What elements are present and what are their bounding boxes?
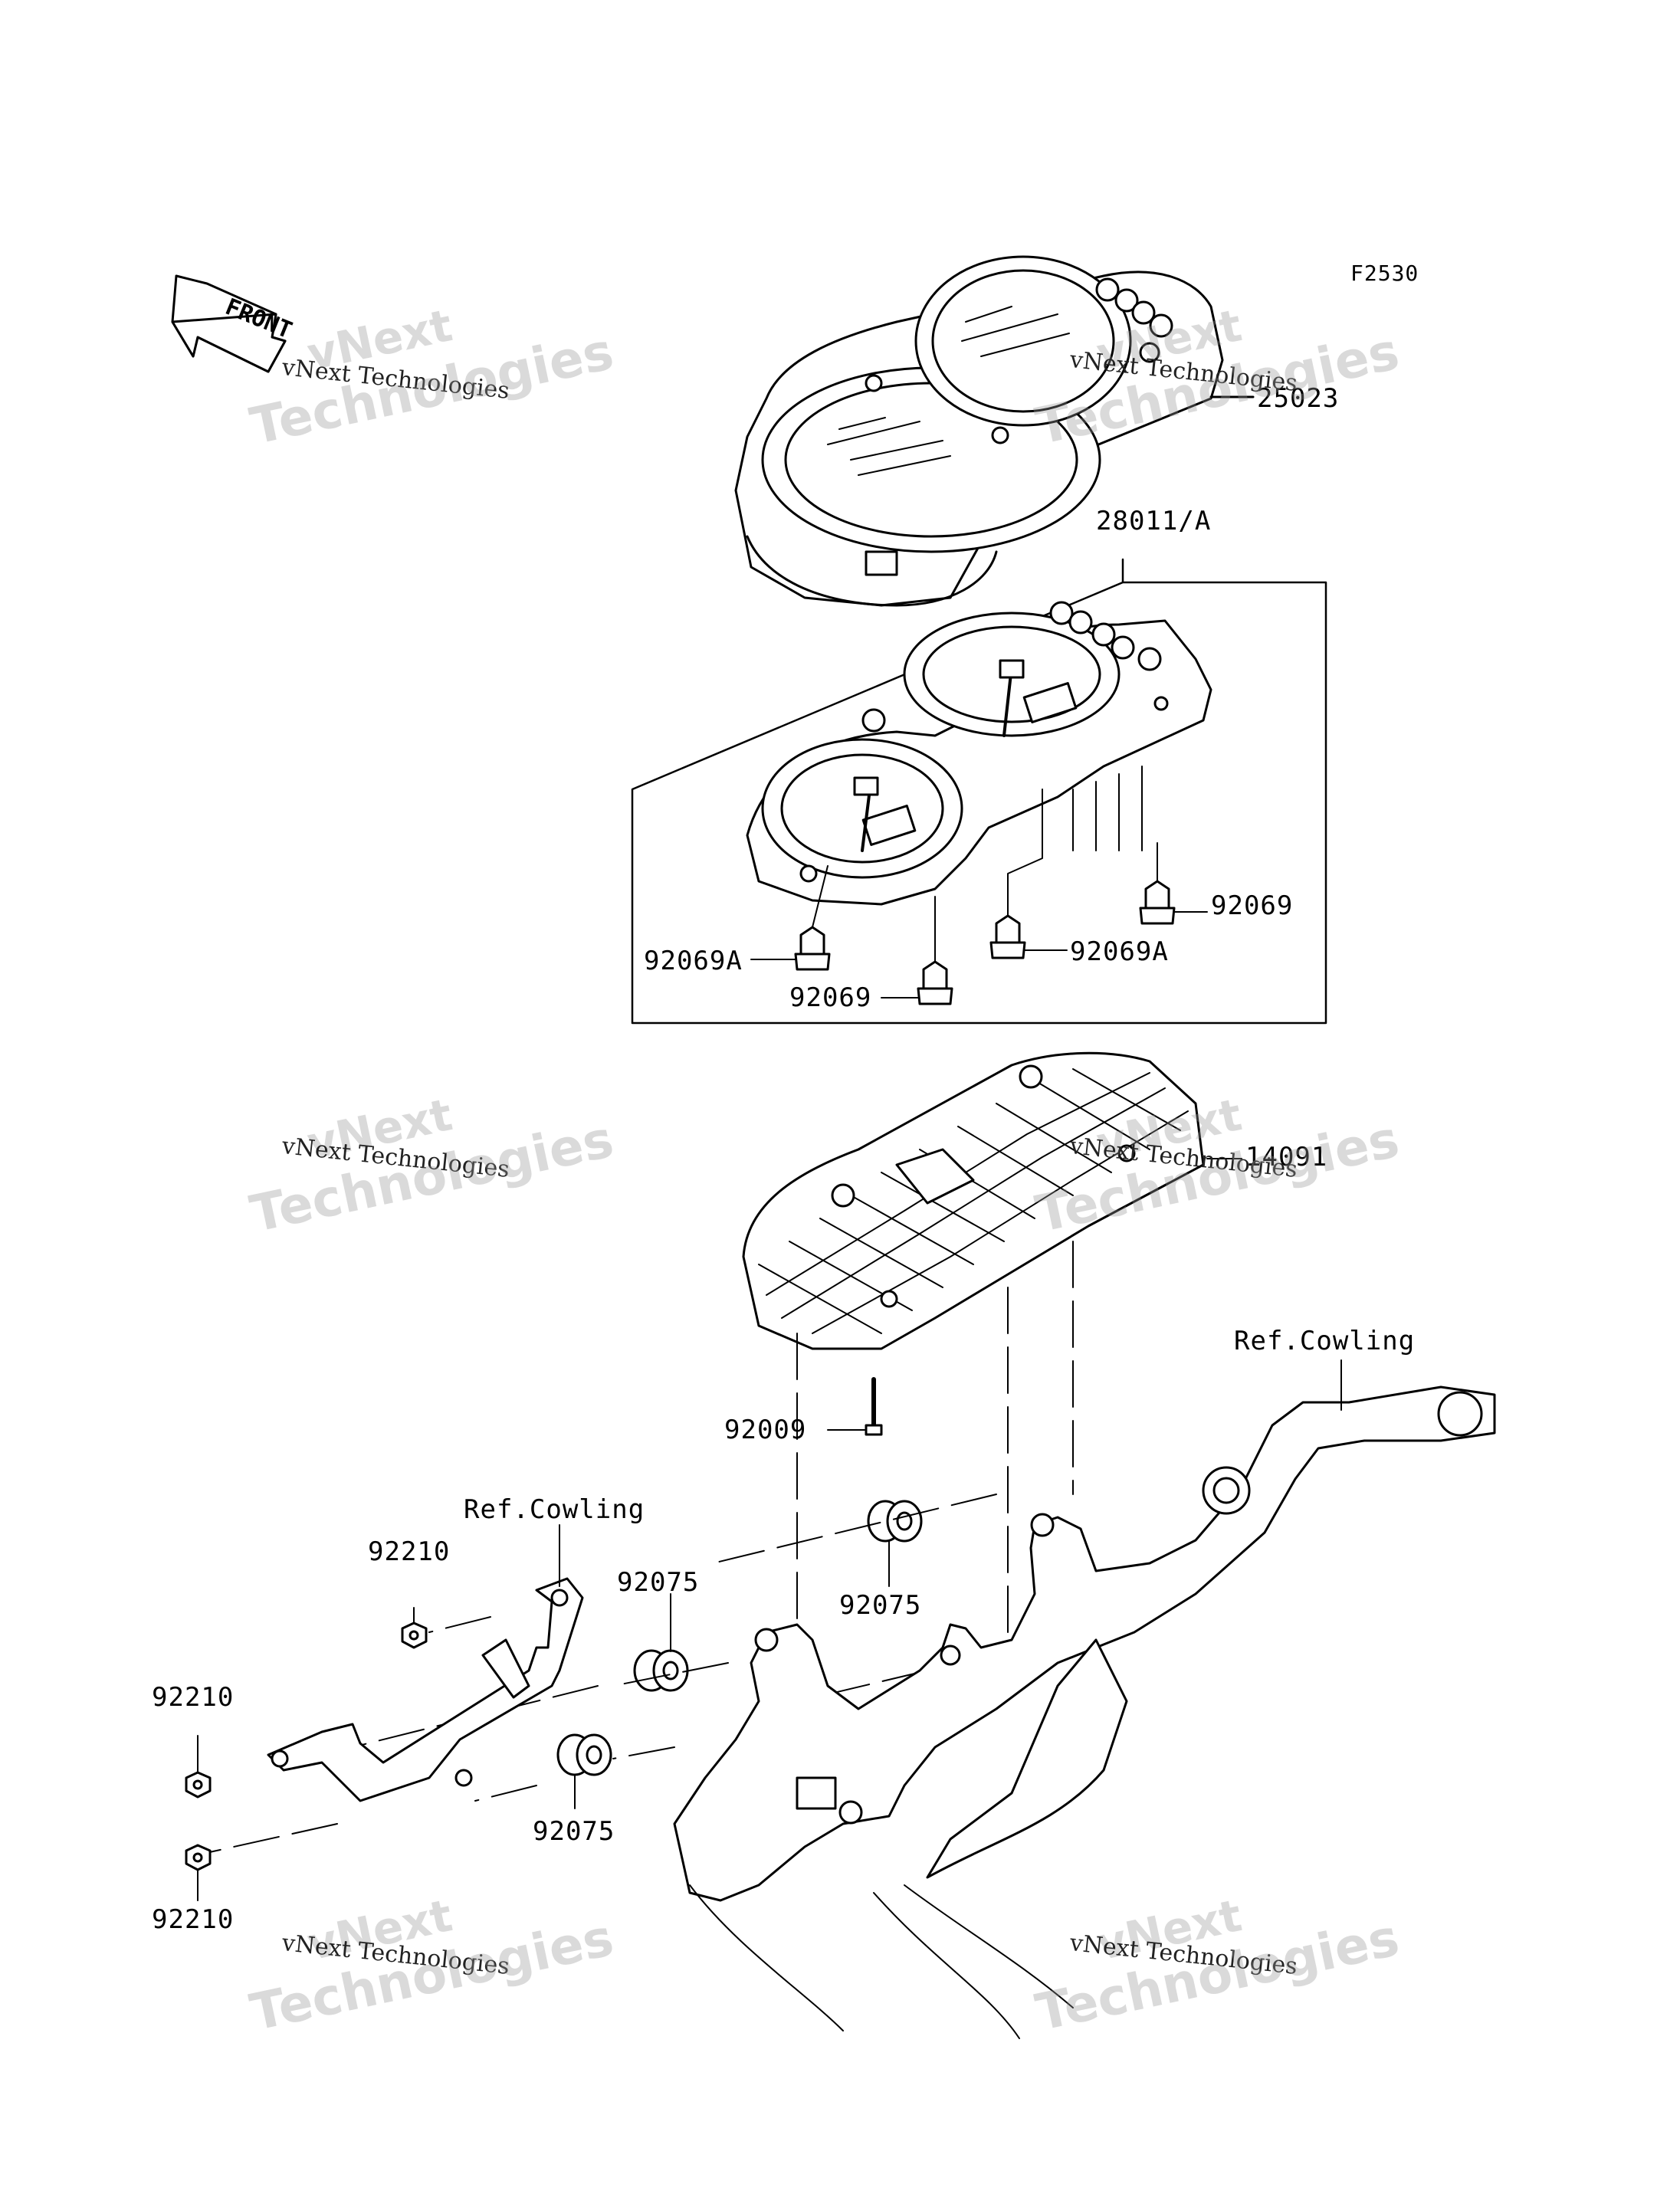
hex-nut	[401, 1622, 428, 1649]
part-label-14091[interactable]: 14091	[1245, 1142, 1328, 1172]
part-label-92210-lower[interactable]: 92210	[152, 1904, 235, 1935]
part-label-92069-right[interactable]: 92069	[1211, 890, 1294, 921]
ref-cowling-left-label[interactable]: Ref.Cowling	[464, 1494, 645, 1525]
part-label-92069a-left[interactable]: 92069A	[644, 946, 743, 976]
ref-cowling-right-label[interactable]: Ref.Cowling	[1234, 1326, 1416, 1356]
bulb-socket	[1139, 880, 1176, 925]
part-label-92210-left[interactable]: 92210	[152, 1682, 235, 1713]
part-label-92075-lower[interactable]: 92075	[533, 1816, 615, 1847]
grommet	[867, 1500, 923, 1543]
hex-nut	[185, 1844, 212, 1871]
hex-nut	[185, 1771, 212, 1799]
leader-lines-grommets	[574, 1541, 890, 1809]
part-label-92009[interactable]: 92009	[724, 1415, 807, 1445]
part-label-92069a-mid[interactable]: 92069A	[1070, 936, 1169, 967]
part-label-92069-bottom[interactable]: 92069	[789, 982, 872, 1013]
grommet	[556, 1733, 612, 1776]
meter-lower-case	[742, 1051, 1205, 1350]
cowling-bracket-left	[267, 1524, 584, 1802]
bulb-socket	[917, 960, 953, 1005]
grommet	[633, 1649, 689, 1692]
figure-code: F2530	[1350, 261, 1419, 286]
front-arrow-icon: FRONT	[171, 274, 296, 373]
meter-assembly	[746, 601, 1212, 906]
screw	[827, 1377, 883, 1436]
bulb-socket	[989, 914, 1026, 959]
cowling-stay-frame	[673, 1359, 1496, 2039]
part-label-25023[interactable]: 25023	[1257, 383, 1340, 414]
meter-cover	[734, 255, 1224, 607]
part-label-92210-upper[interactable]: 92210	[368, 1536, 451, 1567]
part-label-92075-right[interactable]: 92075	[839, 1590, 922, 1621]
meter-assembly-box	[631, 558, 1327, 1025]
part-label-92075-upper[interactable]: 92075	[617, 1567, 700, 1598]
leader-lines-sockets	[750, 789, 1208, 998]
part-label-28011a[interactable]: 28011/A	[1096, 506, 1212, 536]
bulb-socket	[794, 926, 831, 971]
